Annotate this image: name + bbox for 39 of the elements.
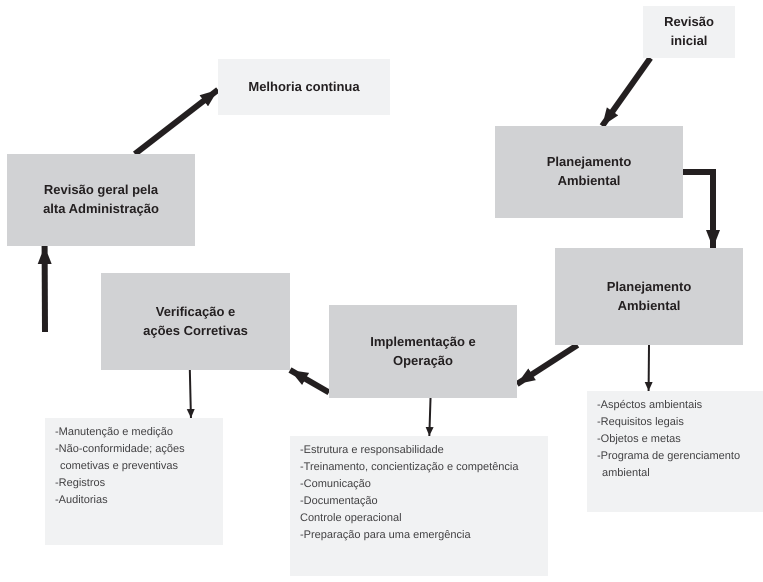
note-box bbox=[45, 418, 223, 545]
list-item: -Manutenção e medição bbox=[55, 425, 174, 440]
list-item: -Comunicação bbox=[300, 477, 372, 492]
list-item: -Auditorias bbox=[55, 493, 109, 508]
note-box bbox=[587, 391, 763, 512]
list-item: -Preparação para uma emergência bbox=[300, 528, 472, 544]
list-item: Controle operacional bbox=[300, 511, 403, 526]
list-item: -Não-conformidade; ações cometivas e preventivas bbox=[55, 442, 186, 474]
list-item: -Programa de gerenciamento ambiental bbox=[597, 449, 742, 482]
list-item: -Estrutura e responsabilidade bbox=[300, 443, 445, 458]
process-box bbox=[555, 248, 743, 345]
arrow bbox=[683, 169, 720, 248]
process-box bbox=[218, 59, 390, 115]
arrow bbox=[186, 370, 195, 418]
arrow bbox=[133, 87, 220, 156]
list-item: -Objetos e metas bbox=[597, 432, 682, 448]
process-box bbox=[495, 126, 683, 218]
list-item: -Registros bbox=[55, 476, 106, 492]
list-item: -Treinamento, concientização e competência bbox=[300, 460, 520, 476]
arrow bbox=[600, 56, 653, 128]
box-label: Planejamento Ambiental bbox=[546, 153, 632, 190]
box-label: Melhoria continua bbox=[248, 78, 360, 96]
note-box bbox=[290, 436, 548, 576]
process-box bbox=[329, 305, 517, 398]
box-label: Implementação e Operação bbox=[369, 332, 477, 370]
arrow bbox=[644, 344, 653, 392]
process-box bbox=[7, 154, 195, 246]
list-item: -Documentação bbox=[300, 494, 379, 510]
box-label: Planejamento Ambiental bbox=[606, 278, 692, 314]
list-item: -Requisitos legais bbox=[597, 415, 685, 430]
process-box bbox=[643, 6, 735, 58]
arrow bbox=[288, 367, 330, 396]
box-label: Revisão geral pela alta Administração bbox=[42, 181, 160, 218]
box-label: Revisão inicial bbox=[663, 13, 715, 50]
process-box bbox=[101, 273, 290, 370]
arrow bbox=[38, 246, 52, 332]
box-label: Verificação e ações Corretivas bbox=[142, 302, 249, 340]
arrow bbox=[426, 398, 434, 436]
list-item: -Aspéctos ambientais bbox=[597, 398, 704, 413]
